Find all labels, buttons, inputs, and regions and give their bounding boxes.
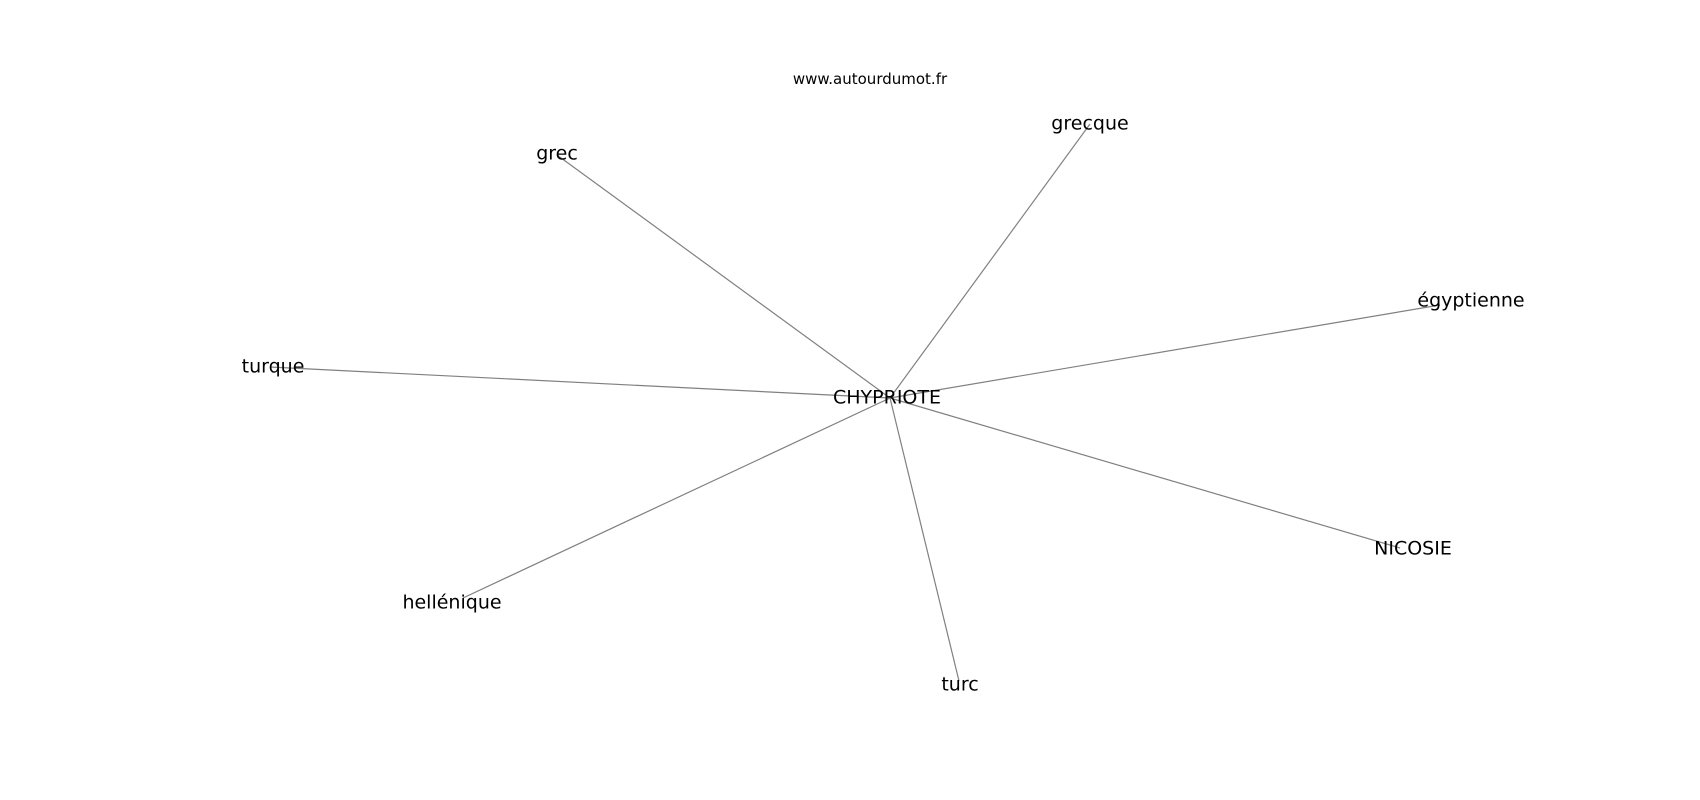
site-watermark: www.autourdumot.fr [792,70,948,88]
node-grec[interactable]: grec [536,142,578,165]
edge-center-nicosie [889,397,1401,549]
node-nicosie[interactable]: NICOSIE [1374,537,1452,560]
node-grecque[interactable]: grecque [1051,112,1129,135]
edge-center-turc [889,397,960,682]
edge-center-grec [556,154,891,399]
node-turc[interactable]: turc [941,673,979,696]
edge-center-hellenique [462,397,891,599]
node-center-chypriote[interactable]: CHYPRIOTE [833,386,941,409]
edge-center-turque [269,366,891,399]
edge-center-grecque [889,123,1091,399]
node-egyptienne[interactable]: égyptienne [1417,289,1525,312]
node-turque[interactable]: turque [241,355,305,378]
node-hellenique[interactable]: hellénique [402,591,502,614]
edge-center-egyptienne [889,304,1441,399]
